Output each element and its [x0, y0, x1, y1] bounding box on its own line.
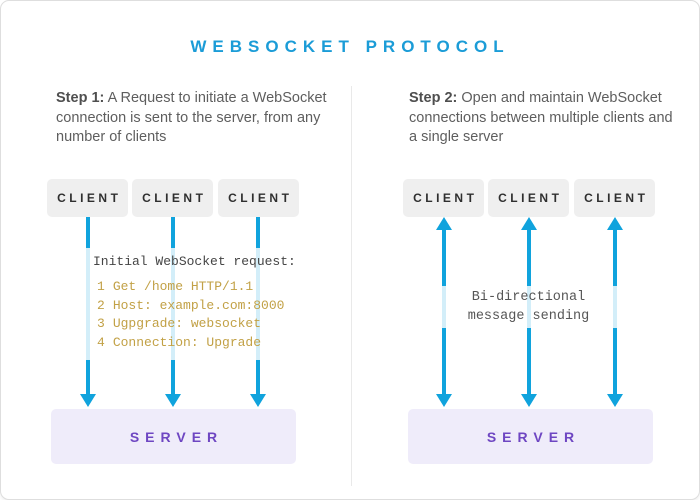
- step1-description: Step 1: A Request to initiate a WebSocke…: [56, 89, 328, 148]
- line-number: 3: [97, 316, 105, 331]
- code-line: 3 Ugpgrade: websocket: [93, 315, 296, 334]
- client-box: CLIENT: [47, 179, 128, 217]
- code-line: 4 Connection: Upgrade: [93, 334, 296, 353]
- line-text: Get /home HTTP/1.1: [112, 279, 254, 294]
- client-box: CLIENT: [403, 179, 484, 217]
- bidirectional-annotation: Bi-directional message sending: [418, 286, 639, 328]
- annotation-line: Bi-directional: [471, 290, 586, 305]
- server-box: SERVER: [51, 409, 296, 464]
- server-box: SERVER: [408, 409, 653, 464]
- websocket-request-code: Initial WebSocket request: 1 Get /home HT…: [85, 248, 306, 360]
- annotation-line: message sending: [467, 309, 590, 324]
- line-text: Ugpgrade: websocket: [112, 316, 262, 331]
- step2-description: Step 2: Open and maintain WebSocket conn…: [409, 89, 681, 148]
- code-line: 2 Host: example.com:8000: [93, 297, 296, 316]
- client-box: CLIENT: [488, 179, 569, 217]
- line-number: 4: [97, 334, 105, 350]
- client-box: CLIENT: [218, 179, 299, 217]
- line-number: 1: [97, 279, 105, 294]
- client-box: CLIENT: [574, 179, 655, 217]
- line-text: Connection: Upgrade: [112, 334, 262, 350]
- code-title: Initial WebSocket request:: [93, 254, 296, 269]
- line-number: 2: [97, 297, 105, 313]
- client-box: CLIENT: [132, 179, 213, 217]
- line-text: Host: example.com:8000: [112, 297, 285, 313]
- step1-label: Step 1:: [56, 90, 105, 106]
- step1-text: A Request to initiate a WebSocket connec…: [56, 90, 327, 146]
- code-line: 1 Get /home HTTP/1.1: [93, 278, 296, 297]
- step2-label: Step 2:: [409, 90, 458, 106]
- step2-text: Open and maintain WebSocket connections …: [409, 90, 673, 146]
- diagram-title: WEBSOCKET PROTOCOL: [190, 37, 510, 56]
- panel-divider: [351, 86, 352, 486]
